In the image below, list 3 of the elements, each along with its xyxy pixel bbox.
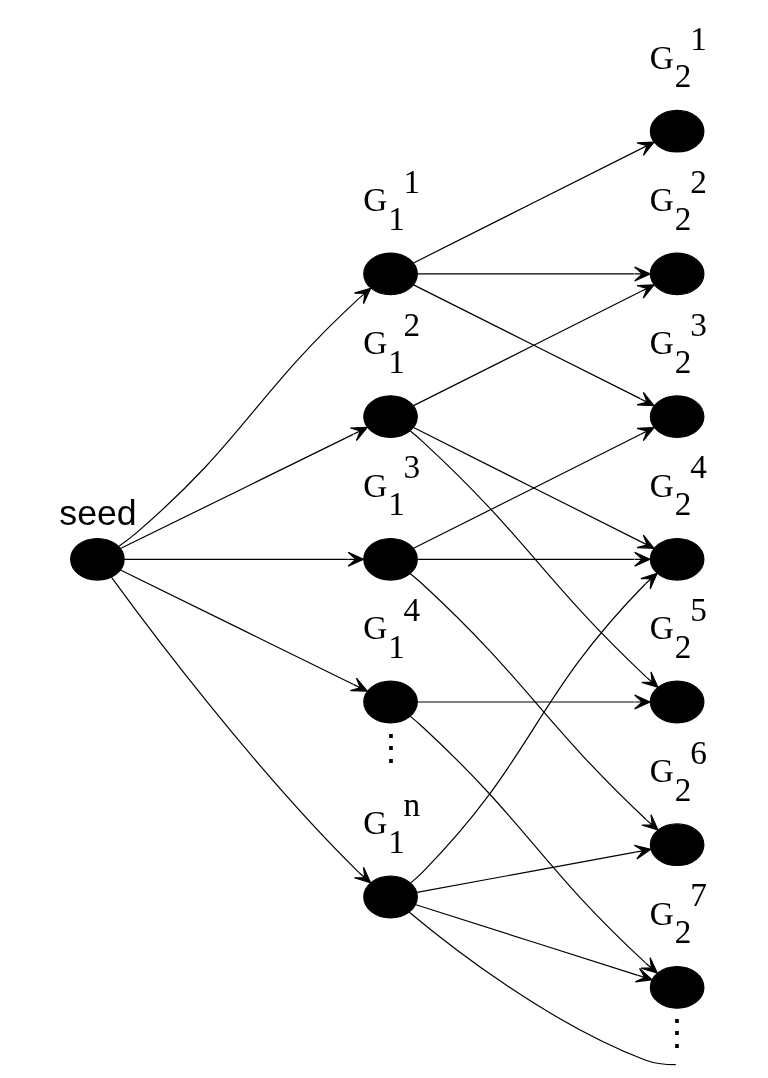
label: ⋮ [372,727,409,768]
label: ⋮ [659,1013,696,1054]
node-label: seed [59,493,137,534]
